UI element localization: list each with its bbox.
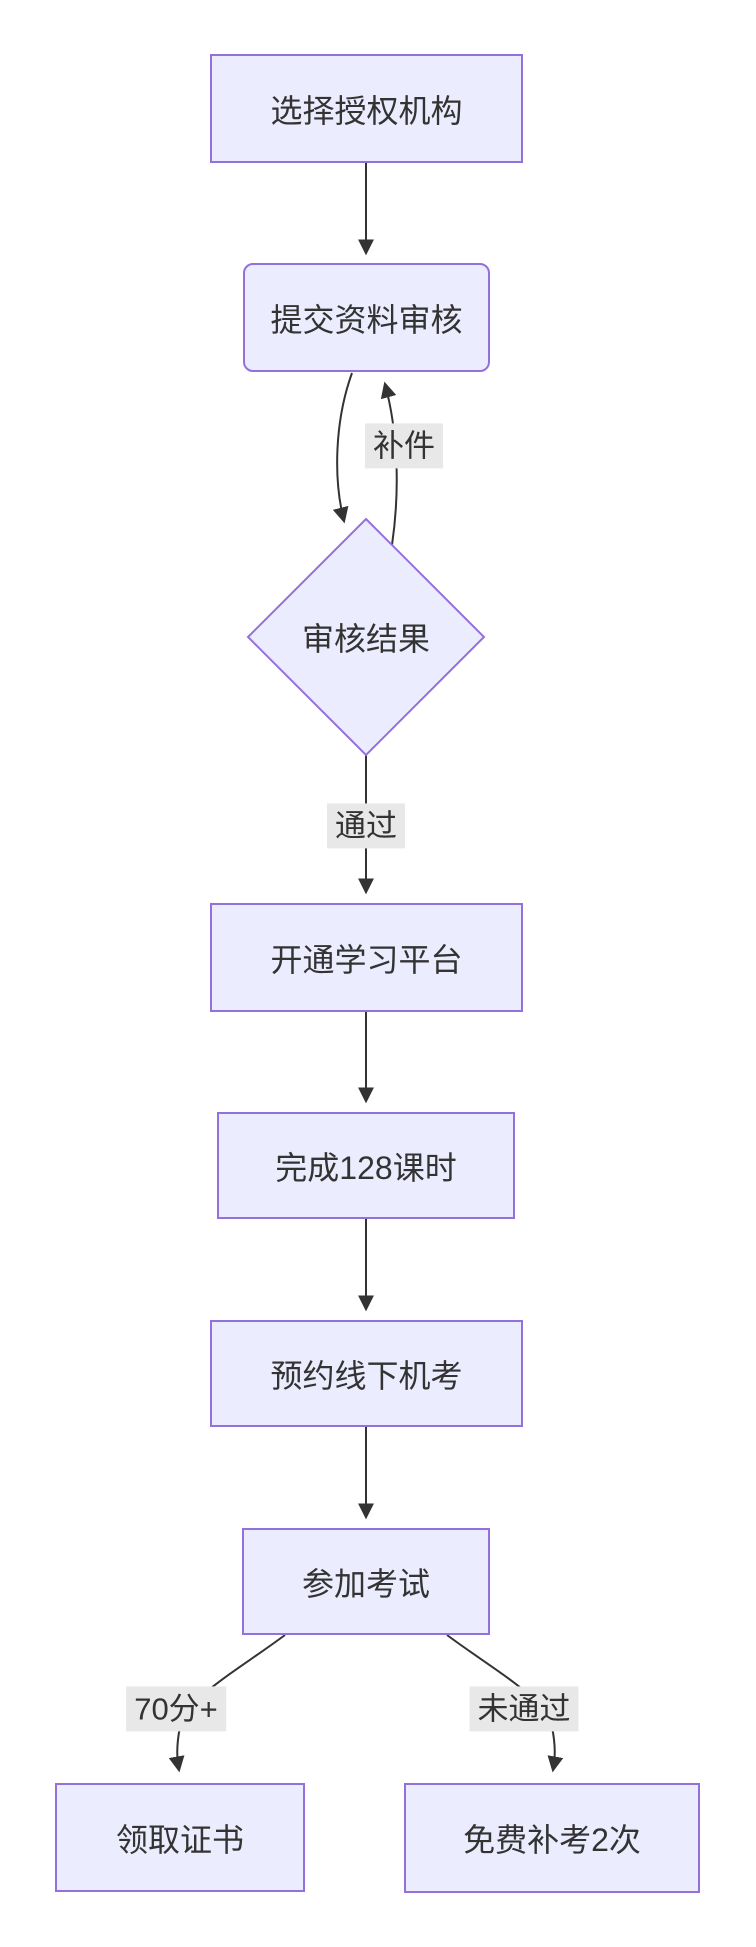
node-label: 选择授权机构	[270, 92, 463, 129]
node-choose-institution: 选择授权机构	[210, 54, 523, 163]
edge-label-fail: 未通过	[469, 1686, 579, 1732]
node-label: 免费补考2次	[463, 1822, 641, 1858]
node-book-offline-exam: 预约线下机考	[210, 1320, 523, 1427]
node-submit-materials: 提交资料审核	[243, 263, 490, 372]
node-label: 完成128课时	[275, 1149, 457, 1186]
node-label: 预约线下机考	[270, 1357, 463, 1394]
edge-submit-to-review	[332, 372, 353, 524]
node-label: 参加考试	[301, 1565, 430, 1602]
node-label: 提交资料审核	[270, 301, 463, 338]
node-complete-128-hours: 完成128课时	[217, 1112, 515, 1219]
node-label: 领取证书	[115, 1821, 244, 1858]
node-free-retake: 免费补考2次	[404, 1783, 700, 1893]
node-take-exam: 参加考试	[242, 1528, 490, 1635]
edge-label-pass: 通过	[327, 803, 405, 849]
decision-diamond-shape	[246, 517, 486, 757]
node-label: 审核结果	[301, 621, 431, 657]
node-receive-certificate: 领取证书	[55, 1783, 305, 1892]
node-label: 开通学习平台	[270, 941, 463, 978]
node-review-result: 审核结果	[302, 614, 430, 660]
node-open-learning-platform: 开通学习平台	[210, 903, 523, 1012]
edge-label-score-70plus: 70分+	[126, 1686, 226, 1732]
edge-label-resubmit: 补件	[365, 423, 443, 469]
